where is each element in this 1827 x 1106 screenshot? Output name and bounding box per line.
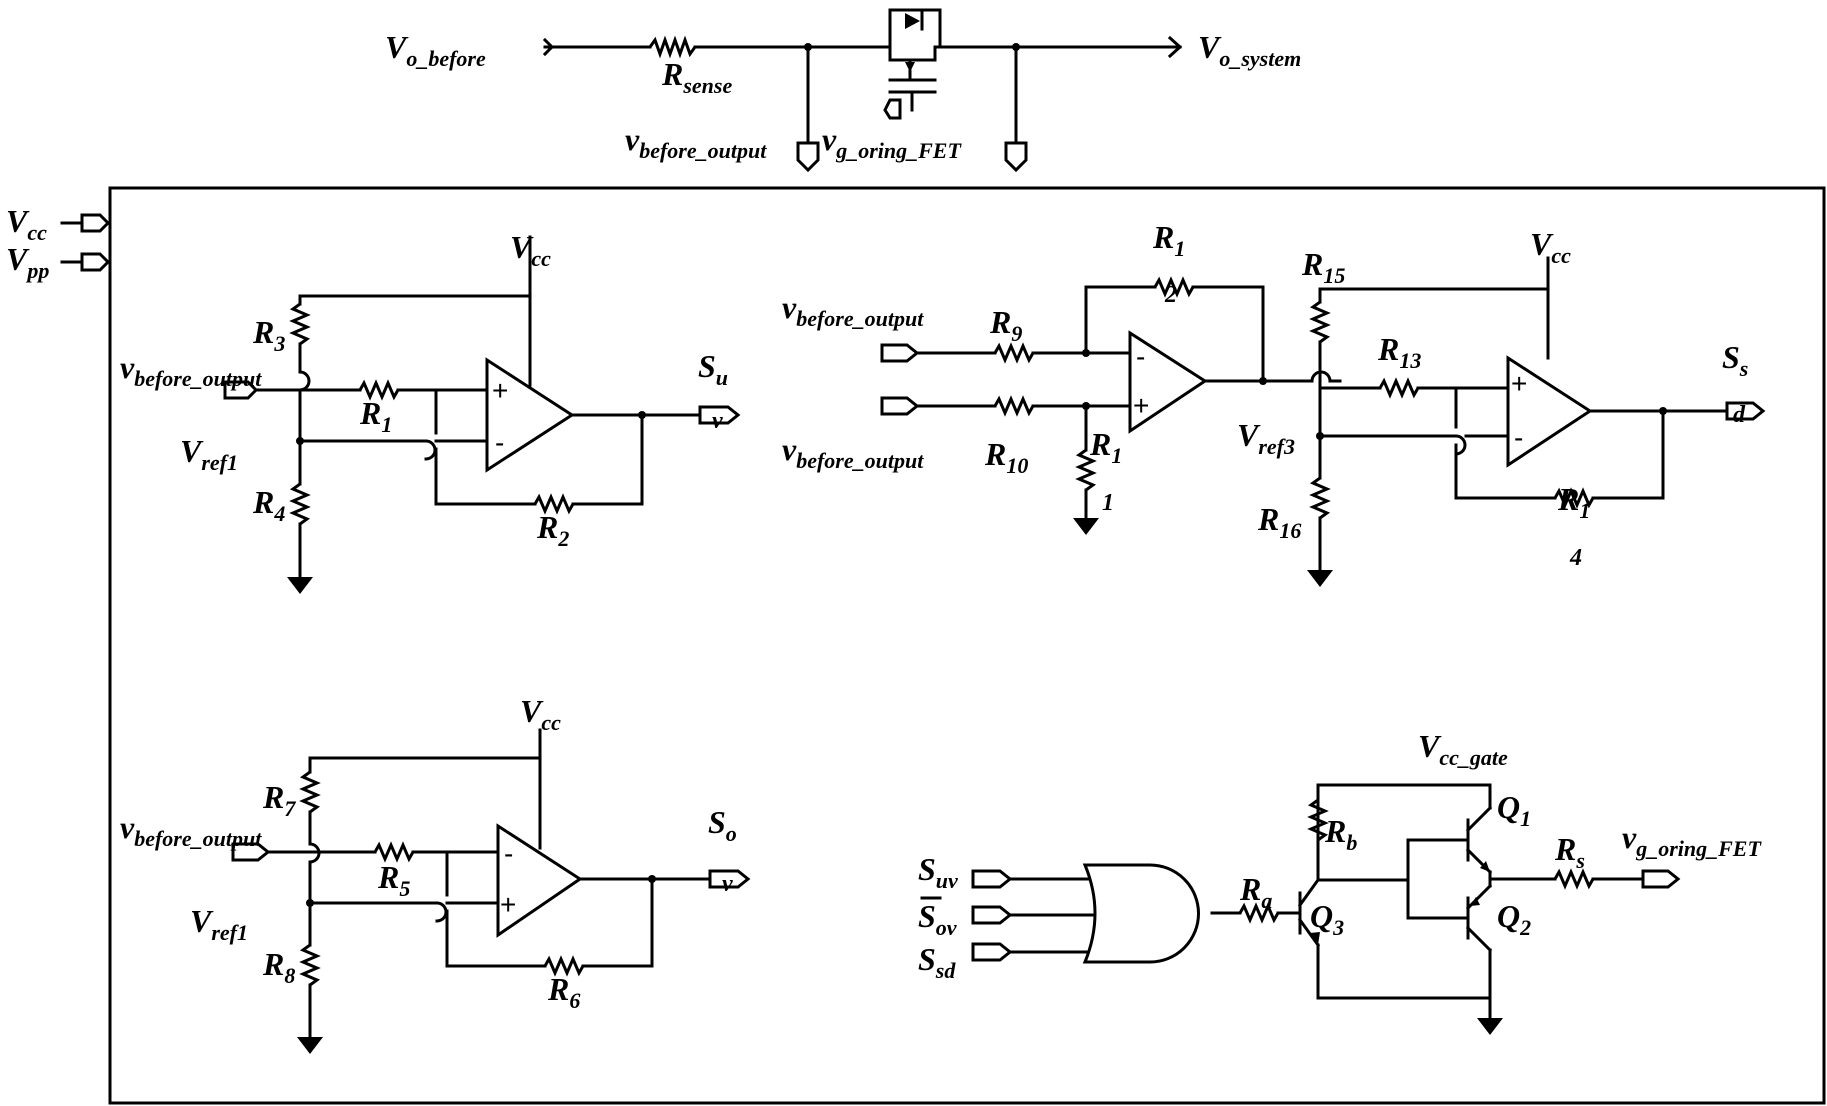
r3-resistor [289, 302, 311, 346]
label-vref3: Vref3 [1237, 417, 1295, 459]
svg-text:-: - [504, 838, 513, 869]
label-sov: Sov [918, 898, 957, 940]
svg-text:+: + [1133, 390, 1149, 421]
label-sd-vin2: vbefore_output [782, 431, 924, 473]
label-r6: R6 [547, 971, 580, 1013]
rb-resistor [1307, 798, 1329, 842]
label-q1: Q1 [1497, 789, 1531, 831]
overvoltage-comparator: - + v Vcc R7 vbefore_output R5 Vref1 R8 … [120, 693, 751, 1054]
svg-text:-: - [1136, 341, 1145, 372]
r6-resistor [543, 955, 585, 977]
label-r3: R3 [252, 314, 285, 356]
svg-text:-: - [1514, 422, 1523, 453]
svg-text:d: d [1733, 402, 1746, 428]
svg-text:v: v [722, 871, 733, 897]
r1-resistor [358, 379, 400, 401]
r9-resistor [993, 342, 1035, 364]
label-sd-vcc: Vcc [1530, 226, 1571, 268]
label-vpp-supply: Vpp [6, 241, 49, 283]
label-uv-vin: vbefore_output [120, 349, 262, 391]
ra-resistor [1238, 902, 1280, 924]
label-rs: Rs [1554, 831, 1585, 873]
label-sd-r1-fb: R1 [1557, 481, 1590, 523]
label-ov-vcc: Vcc [520, 693, 561, 735]
label-r4: R4 [252, 484, 285, 526]
label-suv: Suv [918, 851, 958, 893]
output-arrow [1167, 35, 1183, 59]
label-vg-oring-fet-out: vg_oring_FET [1622, 819, 1762, 861]
svg-text:2: 2 [1164, 282, 1177, 308]
label-q3: Q3 [1310, 898, 1344, 940]
vg-oring-fet-port [1004, 141, 1028, 173]
label-ssd: Ssd [918, 941, 956, 983]
label-r1: R1 [359, 395, 392, 437]
svg-text:4: 4 [1569, 545, 1582, 571]
label-sd-vin1: vbefore_output [782, 289, 924, 331]
label-r15: R15 [1301, 246, 1345, 288]
oring-mosfet-symbol [868, 8, 967, 120]
label-r9: R9 [989, 304, 1022, 346]
r13-resistor [1378, 377, 1420, 399]
vbefore-output-port [796, 141, 820, 173]
svg-text:1: 1 [1102, 490, 1114, 516]
r14-resistor [1553, 487, 1595, 509]
r2-resistor [533, 493, 575, 515]
label-ss: Ss [1722, 339, 1748, 381]
label-r10: R10 [984, 436, 1028, 478]
svg-text:+: + [1511, 368, 1527, 399]
rs-resistor [1553, 868, 1595, 890]
r12-resistor [1153, 276, 1195, 298]
label-so: So [708, 804, 737, 846]
label-q2: Q2 [1497, 898, 1531, 940]
svg-text:v: v [712, 408, 723, 434]
r15-resistor [1309, 300, 1331, 344]
label-ov-vin: vbefore_output [120, 809, 262, 851]
label-sd-r1-gnd: R1 [1089, 426, 1122, 468]
r11-resistor [1075, 448, 1097, 492]
label-r13: R13 [1377, 331, 1421, 373]
label-r2: R2 [536, 509, 569, 551]
label-r8: R8 [262, 946, 295, 988]
label-rb: Rb [1324, 813, 1357, 855]
label-vo-system: Vo_system [1198, 29, 1301, 71]
svg-text:-: - [495, 427, 504, 458]
label-ov-vref1: Vref1 [190, 903, 248, 945]
label-vcc-supply: Vcc [6, 203, 47, 245]
label-r5: R5 [377, 859, 410, 901]
oring-power-path: Vo_before Rsense Vo_system vbefore_outpu… [385, 8, 1301, 173]
label-r7: R7 [262, 779, 296, 821]
r8-resistor [299, 943, 321, 987]
label-vref1: Vref1 [180, 433, 238, 475]
svg-text:+: + [500, 889, 516, 920]
rsense-resistor [648, 35, 697, 59]
shutdown-comparator: - + + - d R1 2 [782, 219, 1766, 587]
label-vo-before: Vo_before [385, 29, 486, 71]
label-sd-r1-top: R1 [1152, 219, 1185, 261]
r5-resistor [373, 841, 415, 863]
undervoltage-comparator: + - v Vcc R3 vbefore_output R1 Vref1 R4 … [120, 229, 741, 594]
and-gate [1082, 863, 1200, 964]
r7-resistor [299, 770, 321, 814]
label-vg-oring-fet: vg_oring_FET [822, 121, 962, 163]
label-su: Su [698, 348, 728, 390]
label-rsense: Rsense [661, 56, 732, 98]
supply-ports: Vcc Vpp [6, 203, 111, 283]
label-ra: Ra [1239, 871, 1272, 913]
label-vcc-gate: Vcc_gate [1418, 728, 1508, 770]
r10-resistor [993, 395, 1035, 417]
label-vbefore-output: vbefore_output [625, 121, 767, 163]
svg-text:+: + [492, 375, 508, 406]
label-r16: R16 [1257, 501, 1301, 543]
label-uv-vcc: Vcc [510, 229, 551, 271]
r16-resistor [1309, 476, 1331, 520]
gate-driver: Vcc_gate Rb Ra Q3 Q1 Q2 Rs vg_oring_FET … [918, 728, 1762, 1035]
controller-box [108, 186, 1826, 1105]
r4-resistor [289, 482, 311, 526]
